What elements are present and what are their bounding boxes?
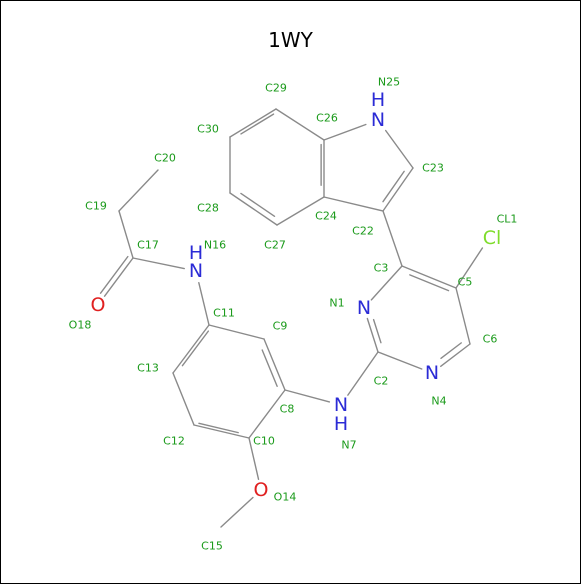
atom-label-o14: O14: [274, 491, 297, 504]
diagram-title: 1WY: [268, 28, 313, 52]
atom-label-c13: C13: [137, 362, 159, 375]
atom-label-c23: C23: [422, 162, 444, 175]
element-h25: H: [371, 89, 385, 111]
bond-c17-o18: [103, 257, 134, 297]
bond-layer: [99, 108, 484, 528]
bond-c11-n16: [198, 281, 210, 326]
atom-label-c11: C11: [213, 307, 235, 320]
element-n1: N: [357, 297, 371, 319]
inner-bond-c6-n4: [440, 342, 462, 360]
bond-n1-c3: [370, 265, 403, 301]
atom-label-c27: C27: [264, 239, 286, 252]
atom-label-c30: C30: [197, 123, 219, 136]
atom-label-c24: C24: [315, 210, 337, 223]
atom-label-c2: C2: [374, 375, 389, 388]
element-h7: H: [334, 413, 348, 435]
bond-c10-c8: [248, 389, 286, 439]
bond-c6-n4: [440, 343, 471, 368]
bond-c27-c24: [276, 196, 325, 226]
inner-bond-c28-c27: [240, 192, 276, 217]
atom-label-c17: C17: [137, 239, 159, 252]
bond-c11-c13: [172, 324, 210, 374]
inner-bond-c12-c10: [198, 422, 239, 434]
bond-c22-c3: [382, 210, 403, 267]
bond-c26-c29: [275, 108, 325, 141]
bond-c2-n1: [366, 317, 379, 353]
bond-n25-c23: [384, 129, 414, 169]
element-n25: N: [371, 109, 385, 131]
bond-c9-c11: [208, 324, 265, 340]
atom-label-n25: N25: [378, 76, 400, 89]
atom-label-c8: C8: [280, 403, 295, 416]
atom-label-c20: C20: [154, 152, 176, 165]
inner-bond-c29-c30: [240, 113, 275, 135]
atom-label-c22: C22: [352, 225, 374, 238]
atom-label-n7: N7: [341, 439, 356, 452]
atom-label-c15: C15: [201, 540, 223, 553]
atom-label-c26: C26: [316, 112, 338, 125]
atom-label-c10: C10: [253, 435, 275, 448]
bond-c28-c27: [229, 192, 278, 226]
atom-label-c5: C5: [458, 276, 473, 289]
element-n16: N: [189, 260, 203, 282]
atom-label-n16: N16: [204, 239, 226, 252]
element-o14: O: [254, 479, 269, 501]
bond-c23-c22: [382, 167, 414, 212]
bond-o14-c15: [220, 496, 254, 528]
element-cl1: Cl: [483, 227, 502, 249]
bond-c26-n25: [323, 123, 367, 141]
atom-label-n1: N1: [329, 297, 344, 310]
inner-bond-c3-c5: [409, 274, 450, 292]
double-bond-c17-o18: [99, 255, 129, 294]
bond-c12-c10: [193, 424, 250, 439]
bond-c22-c24: [323, 196, 384, 212]
atom-label-c29: C29: [265, 82, 287, 95]
bond-c29-c30: [229, 108, 277, 138]
bond-c19-c20: [118, 169, 159, 212]
bond-c8-c9: [263, 338, 286, 391]
bond-n7-c8: [284, 389, 331, 403]
bond-n4-c2: [377, 351, 423, 370]
bond-c2-n7: [347, 351, 379, 396]
bond-c3-c5: [401, 265, 457, 289]
atom-label-c28: C28: [197, 202, 219, 215]
element-n7: N: [334, 394, 348, 416]
element-o18: O: [91, 294, 106, 316]
atom-label-c3: C3: [374, 262, 389, 275]
bond-c13-c12: [172, 372, 195, 426]
atom-label-cl1: CL1: [497, 213, 518, 226]
element-n4: N: [425, 362, 439, 384]
bond-c17-c19: [118, 210, 134, 259]
element-h16: H: [189, 242, 203, 264]
atom-label-c6: C6: [483, 333, 498, 346]
atom-label-c12: C12: [163, 435, 185, 448]
atom-label-n4: N4: [431, 395, 446, 408]
bond-c10-o14: [248, 437, 260, 480]
inner-bond-c23-c22: [382, 170, 405, 203]
inner-bond-c2-n1: [372, 318, 382, 344]
atom-label-o18: O18: [69, 319, 92, 332]
bond-c5-c6: [455, 287, 471, 345]
atom-label-c19: C19: [85, 200, 107, 213]
bond-n16-c17: [132, 257, 185, 270]
inner-bond-c11-c13: [181, 330, 210, 367]
inner-bond-c8-c9: [261, 349, 278, 387]
atom-label-c9: C9: [273, 320, 288, 333]
bond-c5-cl: [455, 247, 484, 289]
